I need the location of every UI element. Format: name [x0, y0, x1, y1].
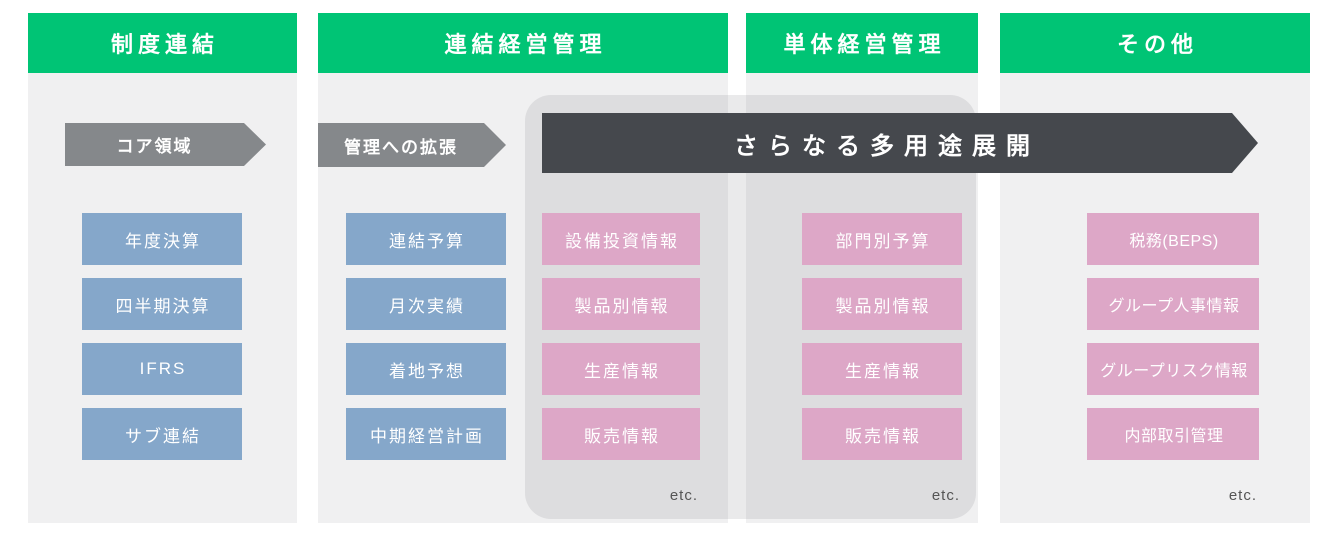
feature-box-department-budget: 部門別予算	[802, 213, 962, 265]
column-header-standalone-management: 単体経営管理	[746, 13, 978, 73]
stack-consolidated-multi-use: 設備投資情報 製品別情報 生産情報 販売情報 etc.	[542, 213, 700, 504]
feature-box-sales-info: 販売情報	[802, 408, 962, 460]
feature-box-group-hr-info: グループ人事情報	[1087, 278, 1259, 330]
stack-standalone-multi-use: 部門別予算 製品別情報 生産情報 販売情報 etc.	[802, 213, 962, 504]
feature-box-production-info: 生産情報	[802, 343, 962, 395]
feature-box-quarterly-closing: 四半期決算	[82, 278, 242, 330]
feature-box-sales-info: 販売情報	[542, 408, 700, 460]
multi-use-expansion-arrow: さらなる多用途展開	[542, 113, 1258, 173]
feature-box-group-risk-info: グループリスク情報	[1087, 343, 1259, 395]
feature-box-consolidated-budget: 連結予算	[346, 213, 506, 265]
feature-box-sub-consolidation: サブ連結	[82, 408, 242, 460]
stack-consolidated-management: 連結予算 月次実績 着地予想 中期経営計画	[346, 213, 506, 460]
etc-label: etc.	[669, 487, 698, 504]
column-header-others: その他	[1000, 13, 1310, 73]
feature-box-product-info: 製品別情報	[542, 278, 700, 330]
feature-box-intercompany-mgmt: 内部取引管理	[1087, 408, 1259, 460]
feature-box-landing-forecast: 着地予想	[346, 343, 506, 395]
feature-box-annual-closing: 年度決算	[82, 213, 242, 265]
etc-label: etc.	[1228, 487, 1257, 504]
core-area-arrow: コア領域	[65, 123, 266, 166]
column-header-consolidated-management: 連結経営管理	[318, 13, 728, 73]
stack-statutory: 年度決算 四半期決算 IFRS サブ連結	[82, 213, 242, 460]
feature-box-capex-info: 設備投資情報	[542, 213, 700, 265]
feature-box-production-info: 生産情報	[542, 343, 700, 395]
feature-box-ifrs: IFRS	[82, 343, 242, 395]
feature-box-monthly-results: 月次実績	[346, 278, 506, 330]
column-header-statutory-consolidation: 制度連結	[28, 13, 297, 73]
feature-box-midterm-plan: 中期経営計画	[346, 408, 506, 460]
etc-label: etc.	[931, 487, 960, 504]
feature-box-tax-beps: 税務(BEPS)	[1087, 213, 1259, 265]
management-extension-arrow: 管理への拡張	[318, 123, 506, 167]
column-panel-standalone-management: 単体経営管理	[746, 13, 978, 523]
feature-box-product-info: 製品別情報	[802, 278, 962, 330]
stack-others: 税務(BEPS) グループ人事情報 グループリスク情報 内部取引管理 etc.	[1087, 213, 1259, 504]
